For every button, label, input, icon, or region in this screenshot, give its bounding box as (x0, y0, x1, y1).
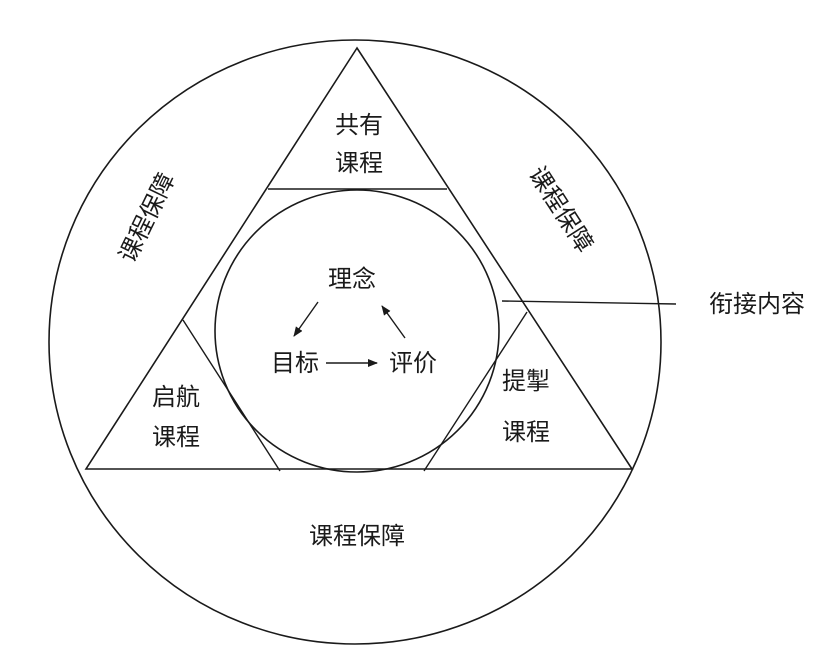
right-corner-label-line1: 提掣 (502, 367, 550, 395)
callout-label: 衔接内容 (709, 290, 805, 318)
inner-circle (214, 189, 500, 473)
right-corner-label-line2: 课程 (502, 418, 550, 446)
outer-ring-label-right: 课程保障 (523, 162, 599, 258)
top-corner-label-line1: 共有 (335, 111, 383, 139)
goal-label: 目标 (271, 349, 319, 377)
outer-circle (48, 39, 662, 645)
top-corner-label-line2: 课程 (335, 149, 383, 177)
main-triangle (84, 46, 634, 470)
left-corner-label-line1: 启航 (152, 383, 200, 411)
arrow-evaluation-to-concept (381, 305, 406, 339)
concept-label: 理念 (328, 265, 376, 293)
arrow-concept-to-goal (293, 301, 319, 337)
outer-ring-label-bottom: 课程保障 (309, 522, 405, 550)
callout-line (501, 300, 677, 305)
evaluation-label: 评价 (389, 349, 437, 377)
left-corner-label-line2: 课程 (152, 423, 200, 451)
outer-ring-label-left: 课程保障 (113, 168, 180, 267)
